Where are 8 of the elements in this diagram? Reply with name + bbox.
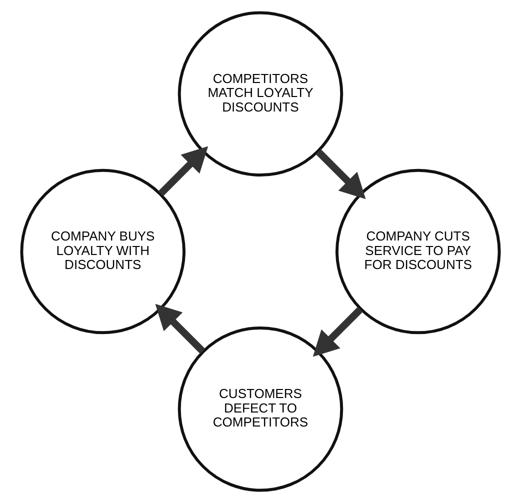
arrow bbox=[315, 149, 366, 200]
node-circle: COMPANY BUYS LOYALTY WITH DISCOUNTS bbox=[20, 168, 185, 334]
node-circle: COMPANY CUTS SERVICE TO PAY FOR DISCOUNTS bbox=[335, 168, 500, 334]
node-circle: CUSTOMERS DEFECT TO COMPETITORS bbox=[177, 326, 343, 492]
node-circle: COMPETITORS MATCH LOYALTY DISCOUNTS bbox=[177, 11, 343, 176]
arrow bbox=[158, 146, 208, 196]
arrow bbox=[154, 304, 205, 354]
arrow bbox=[312, 306, 362, 357]
